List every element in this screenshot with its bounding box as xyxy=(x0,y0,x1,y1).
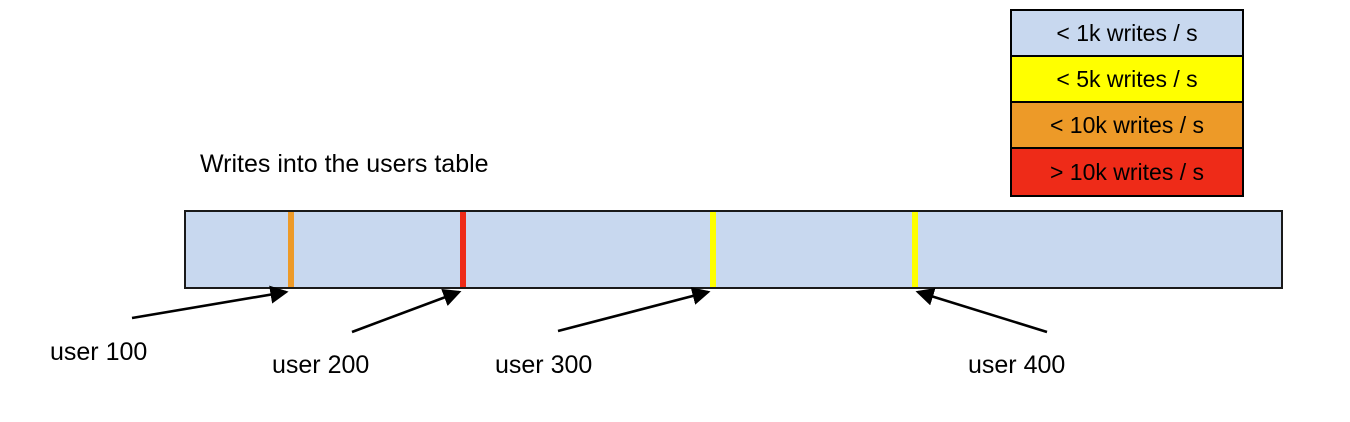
partition-marker-user-100 xyxy=(288,212,294,287)
callout-arrow-user-400 xyxy=(915,287,1048,334)
legend-item-label: < 10k writes / s xyxy=(1049,111,1205,138)
user-label-300: user 300 xyxy=(495,351,593,379)
legend-item-lt-5k: < 5k writes / s xyxy=(1012,57,1242,103)
chart-title: Writes into the users table xyxy=(200,150,489,178)
legend-item-label: < 5k writes / s xyxy=(1056,65,1198,92)
legend-item-label: > 10k writes / s xyxy=(1049,158,1205,185)
partition-marker-user-300 xyxy=(710,212,716,287)
callout-arrow-user-300 xyxy=(557,287,711,333)
callout-arrow-user-100 xyxy=(131,285,289,320)
user-label-400: user 400 xyxy=(968,351,1066,379)
partition-marker-user-200 xyxy=(460,212,466,287)
user-label-100: user 100 xyxy=(50,338,148,366)
legend-item-lt-10k: < 10k writes / s xyxy=(1012,103,1242,149)
legend-item-lt-1k: < 1k writes / s xyxy=(1012,11,1242,57)
legend-item-label: < 1k writes / s xyxy=(1056,19,1198,46)
partition-marker-user-400 xyxy=(912,212,918,287)
callout-arrow-user-200 xyxy=(351,288,462,334)
user-label-200: user 200 xyxy=(272,351,370,379)
legend-item-gt-10k: > 10k writes / s xyxy=(1012,149,1242,195)
users-table-bar xyxy=(184,210,1283,289)
writes-legend: < 1k writes / s < 5k writes / s < 10k wr… xyxy=(1010,9,1244,197)
